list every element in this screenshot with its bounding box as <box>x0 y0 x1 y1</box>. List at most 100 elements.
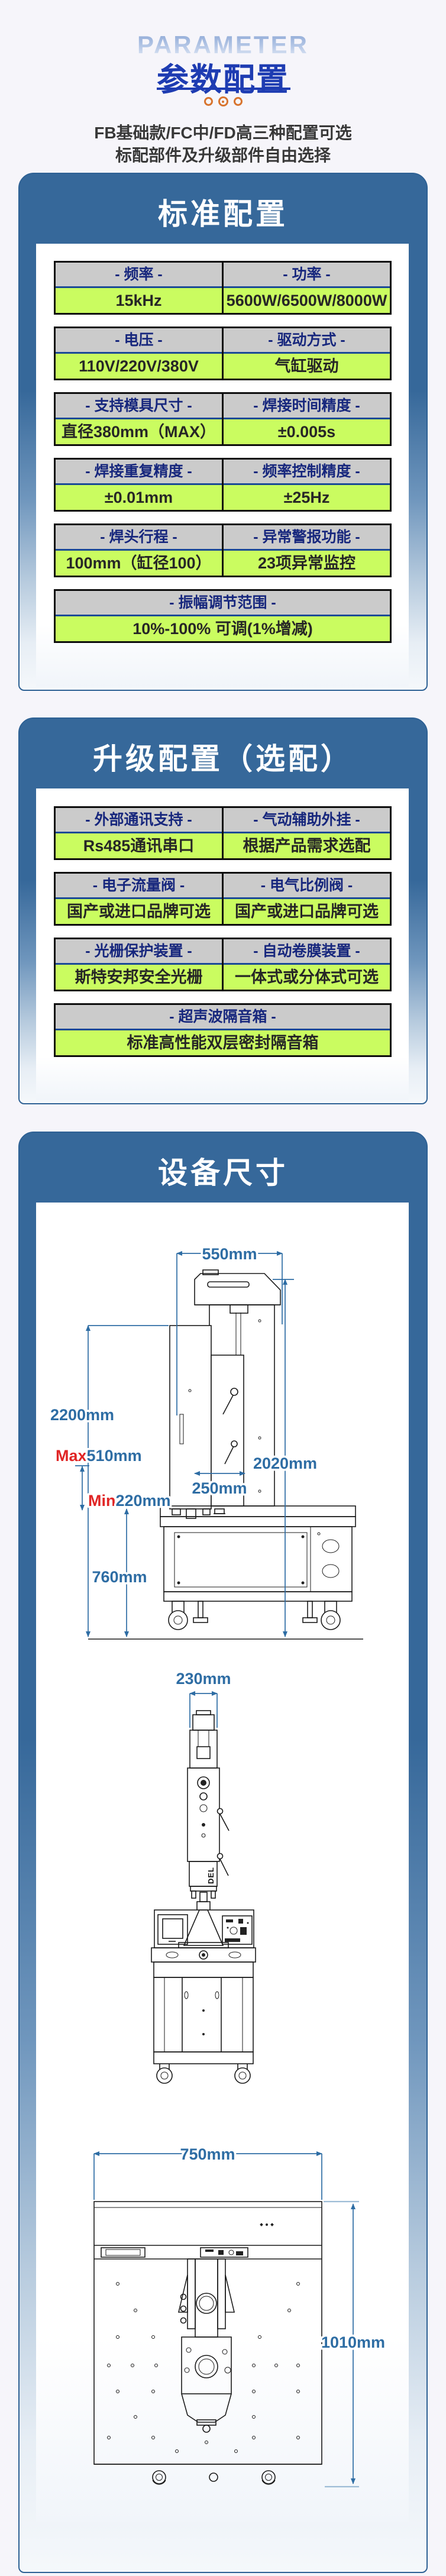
spec-value: 国产或进口品牌可选 <box>224 899 390 924</box>
spec-row: - 电压 - 110V/220V/380V - 驱动方式 - 气缸驱动 <box>54 327 392 380</box>
top-view-dimensions: 750mm 1010mm <box>93 2144 387 2488</box>
spec-label: - 电气比例阀 - <box>224 874 390 899</box>
front-view-drawing: DEL <box>151 1710 256 2084</box>
dim-column-height: 2020mm <box>253 1455 317 1472</box>
dot-icon <box>233 97 243 106</box>
side-view-dimensions: 550mm 2200mm 2020mm Max510mm 250mm Min22… <box>48 1243 319 1637</box>
spec-cell: - 驱动方式 - 气缸驱动 <box>222 327 392 380</box>
spec-row: - 振幅调节范围 - 10%-100% 可调(1%增减) <box>54 589 392 643</box>
section-title: 标准配置 <box>158 198 288 231</box>
dim-head-width: 230mm <box>176 1670 231 1688</box>
spec-label: - 功率 - <box>224 263 390 288</box>
spec-label: - 超声波隔音箱 - <box>56 1005 390 1030</box>
spec-cell: - 支持模具尺寸 - 直径380mm（MAX） <box>54 392 224 446</box>
spec-value: 标准高性能双层密封隔音箱 <box>56 1030 390 1055</box>
spec-value: 23项异常监控 <box>224 551 390 576</box>
dim-top-view-width: 750mm <box>180 2145 235 2163</box>
subtitle-line1: FB基础款/FC中/FD高三种配置可选 <box>94 124 352 142</box>
mounting-holes <box>107 2282 300 2453</box>
standard-config-panel: - 频率 - 15kHz - 功率 - 5600W/6500W/8000W - … <box>36 244 409 687</box>
spec-label: - 焊接时间精度 - <box>224 394 390 419</box>
spec-value: 5600W/6500W/8000W <box>224 288 390 313</box>
spec-value: 110V/220V/380V <box>56 354 222 379</box>
spec-value: 一体式或分体式可选 <box>224 965 390 990</box>
dim-total-height: 2200mm <box>50 1406 114 1424</box>
dimension-drawings: 550mm 2200mm 2020mm Max510mm 250mm Min22… <box>48 1243 387 2488</box>
dot-icon <box>203 97 213 106</box>
spec-value: 直径380mm（MAX） <box>56 419 222 444</box>
spec-label: - 光栅保护装置 - <box>56 939 222 965</box>
spec-label: - 自动卷膜装置 - <box>224 939 390 965</box>
spec-value: ±0.01mm <box>56 485 222 510</box>
spec-value: 100mm（缸径100） <box>56 551 222 576</box>
section-standard-config: 标准配置 - 频率 - 15kHz - 功率 - 5600W/6500W/800… <box>18 173 428 691</box>
decorative-dots <box>0 96 446 106</box>
spec-value: 国产或进口品牌可选 <box>56 899 222 924</box>
dim-top-view-depth: 1010mm <box>321 2333 385 2351</box>
spec-label: - 驱动方式 - <box>224 328 390 354</box>
equipment-panel: 550mm 2200mm 2020mm Max510mm 250mm Min22… <box>36 1203 409 2522</box>
spec-value: 斯特安邦安全光栅 <box>56 965 222 990</box>
top-view-drawing <box>93 2201 322 2485</box>
spec-label: - 焊接重复精度 - <box>56 460 222 485</box>
dim-stroke-max: Max510mm <box>56 1447 142 1465</box>
spec-value: 根据产品需求选配 <box>224 833 390 858</box>
spec-label: - 频率控制精度 - <box>224 460 390 485</box>
dot-icon <box>218 96 228 106</box>
spec-label: - 气动辅助外挂 - <box>224 808 390 833</box>
spec-value: 气缸驱动 <box>224 354 390 379</box>
spec-row: - 电子流量阀 - 国产或进口品牌可选 - 电气比例阀 - 国产或进口品牌可选 <box>54 872 392 926</box>
spec-cell: - 电子流量阀 - 国产或进口品牌可选 <box>54 872 224 926</box>
spec-cell: - 异常警报功能 - 23项异常监控 <box>222 523 392 577</box>
spec-label: - 焊头行程 - <box>56 525 222 551</box>
upgrade-config-panel: - 外部通讯支持 - Rs485通讯串口 - 气动辅助外挂 - 根据产品需求选配… <box>36 788 409 1100</box>
dim-throat-depth: 250mm <box>192 1479 247 1497</box>
spec-cell: - 频率控制精度 - ±25Hz <box>222 458 392 512</box>
brand-label: DEL <box>206 1867 215 1884</box>
spec-label: - 支持模具尺寸 - <box>56 394 222 419</box>
spec-row: - 支持模具尺寸 - 直径380mm（MAX） - 焊接时间精度 - ±0.00… <box>54 392 392 446</box>
spec-label: - 外部通讯支持 - <box>56 808 222 833</box>
spec-row: - 超声波隔音箱 - 标准高性能双层密封隔音箱 <box>54 1003 392 1057</box>
page-title: 参数配置 <box>157 62 289 98</box>
spec-value: ±0.005s <box>224 419 390 444</box>
spec-label: - 电压 - <box>56 328 222 354</box>
spec-value: 10%-100% 可调(1%增减) <box>56 616 390 641</box>
section-equipment-dimensions: 设备尺寸 <box>18 1132 428 2573</box>
section-title: 升级配置（选配） <box>93 742 353 775</box>
dim-base-height: 760mm <box>92 1568 147 1586</box>
spec-row: - 焊头行程 - 100mm（缸径100） - 异常警报功能 - 23项异常监控 <box>54 523 392 577</box>
dim-stroke-min: Min220mm <box>88 1492 171 1510</box>
spec-value: 15kHz <box>56 288 222 313</box>
section-upgrade-config: 升级配置（选配） - 外部通讯支持 - Rs485通讯串口 - 气动辅助外挂 -… <box>18 717 428 1104</box>
section-title: 设备尺寸 <box>158 1156 288 1190</box>
spec-cell: - 焊接重复精度 - ±0.01mm <box>54 458 224 512</box>
spec-cell-full: - 超声波隔音箱 - 标准高性能双层密封隔音箱 <box>54 1003 392 1057</box>
spec-cell: - 气动辅助外挂 - 根据产品需求选配 <box>222 806 392 860</box>
spec-cell: - 焊接时间精度 - ±0.005s <box>222 392 392 446</box>
subtitle-line2: 标配部件及升级部件自由选择 <box>115 146 331 164</box>
front-view-dimensions: 230mm <box>174 1668 233 1728</box>
spec-cell: - 电气比例阀 - 国产或进口品牌可选 <box>222 872 392 926</box>
spec-cell: - 功率 - 5600W/6500W/8000W <box>222 261 392 315</box>
spec-row: - 焊接重复精度 - ±0.01mm - 频率控制精度 - ±25Hz <box>54 458 392 512</box>
spec-label: - 振幅调节范围 - <box>56 591 390 616</box>
spec-label: - 电子流量阀 - <box>56 874 222 899</box>
spec-value: ±25Hz <box>224 485 390 510</box>
spec-cell: - 外部通讯支持 - Rs485通讯串口 <box>54 806 224 860</box>
spec-cell: - 焊头行程 - 100mm（缸径100） <box>54 523 224 577</box>
spec-row: - 光栅保护装置 - 斯特安邦安全光栅 - 自动卷膜装置 - 一体式或分体式可选 <box>54 938 392 991</box>
spec-value: Rs485通讯串口 <box>56 833 222 858</box>
spec-cell: - 电压 - 110V/220V/380V <box>54 327 224 380</box>
spec-row: - 外部通讯支持 - Rs485通讯串口 - 气动辅助外挂 - 根据产品需求选配 <box>54 806 392 860</box>
spec-label: - 频率 - <box>56 263 222 288</box>
spec-cell: - 光栅保护装置 - 斯特安邦安全光栅 <box>54 938 224 991</box>
spec-cell: - 频率 - 15kHz <box>54 261 224 315</box>
spec-row: - 频率 - 15kHz - 功率 - 5600W/6500W/8000W <box>54 261 392 315</box>
spec-cell-full: - 振幅调节范围 - 10%-100% 可调(1%增减) <box>54 589 392 643</box>
eyebrow-text: PARAMETER <box>0 31 446 59</box>
dim-top-width: 550mm <box>202 1245 257 1263</box>
spec-label: - 异常警报功能 - <box>224 525 390 551</box>
spec-cell: - 自动卷膜装置 - 一体式或分体式可选 <box>222 938 392 991</box>
